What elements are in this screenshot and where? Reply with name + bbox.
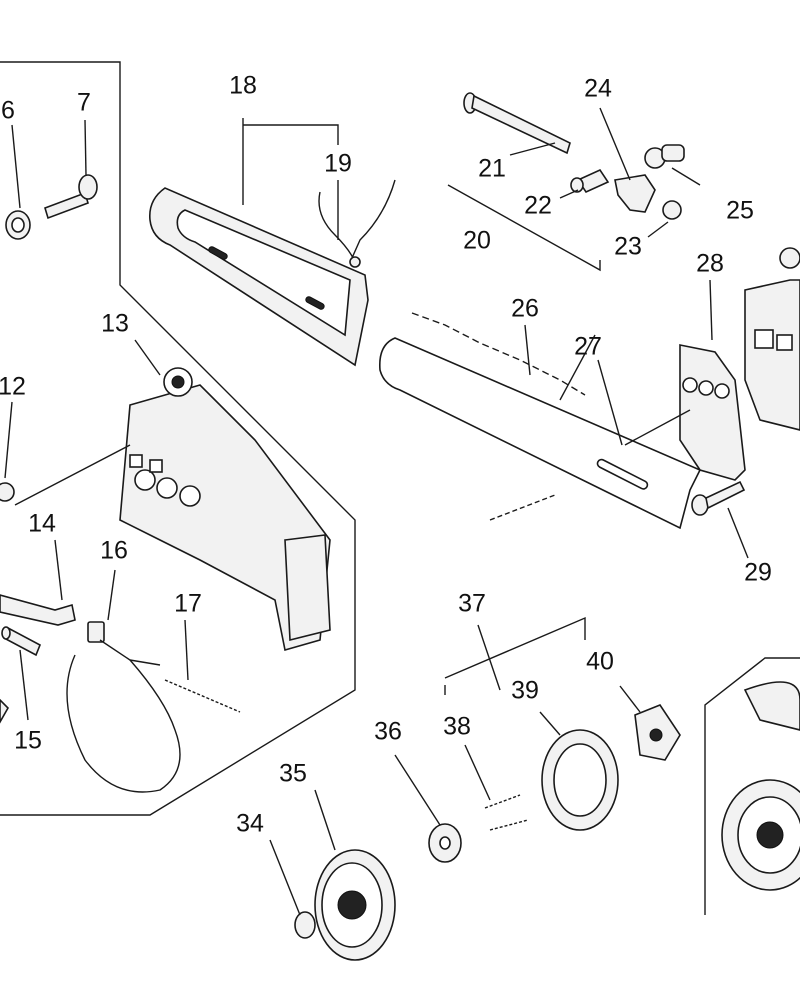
part-25-gear [644,144,685,169]
part-39-clutch-shoe [541,729,619,831]
callout-16: 16 [100,537,128,565]
part-23-gear [662,200,682,220]
leader-lines [4,107,749,916]
part-40-clutch-hub [634,704,681,761]
part-19-spring-clip [318,179,396,268]
part-29-screw [691,480,746,516]
chain-link-detail [489,494,556,521]
callout-12: 12 [0,373,26,401]
callout-27: 27 [574,333,602,361]
inset-sprocket [721,681,800,891]
brake-band [66,639,181,793]
part-6-nut [5,210,31,240]
part-16-clip [87,621,105,643]
part-36-washer [428,823,462,863]
callout-21: 21 [478,155,506,183]
callout-13: 13 [101,310,129,338]
engine-housing-right [744,247,800,431]
left-assembly-frame [0,61,356,816]
callout-25: 25 [726,197,754,225]
part-12-pin [0,482,15,502]
callout-35: 35 [279,760,307,788]
callout-36: 36 [374,718,402,746]
right-inset-frame [704,657,800,915]
callout-14: 14 [28,510,56,538]
callout-19: 19 [324,150,352,178]
part-13-clutch-cover [119,367,331,652]
callout-7: 7 [77,89,91,117]
part-21-adjust-screw [463,92,571,155]
callout-39: 39 [511,677,539,705]
callout-6: 6 [1,97,15,125]
part-18-bar-cover [148,187,369,367]
callout-17: 17 [174,590,202,618]
part-14-lever [0,594,76,626]
part-17-spring [164,679,241,713]
callout-37: 37 [458,590,486,618]
callout-23: 23 [614,233,642,261]
part-35-rim-sprocket [314,849,396,961]
callout-40: 40 [586,648,614,676]
callout-34: 34 [236,810,264,838]
callout-29: 29 [744,559,772,587]
part-28-side-plate [679,344,746,481]
part-26-saw-chain [411,312,586,396]
part-38-springs [484,794,529,831]
callout-labels: 6 7 12 13 14 15 16 17 18 19 20 21 22 23 … [0,72,772,838]
callout-24: 24 [584,75,612,103]
part-24-bracket [614,174,656,213]
part-34-bearing [294,911,316,939]
callout-22: 22 [524,192,552,220]
small-part-left [0,698,9,724]
part-22-nut [570,168,610,194]
callout-18: 18 [229,72,257,100]
callout-28: 28 [696,250,724,278]
callout-26: 26 [511,295,539,323]
callout-38: 38 [443,713,471,741]
callout-15: 15 [14,727,42,755]
callout-20: 20 [463,227,491,255]
part-27-guide-bar [378,337,702,530]
part-7-bolt [44,174,98,220]
part-15-pin [1,626,42,657]
